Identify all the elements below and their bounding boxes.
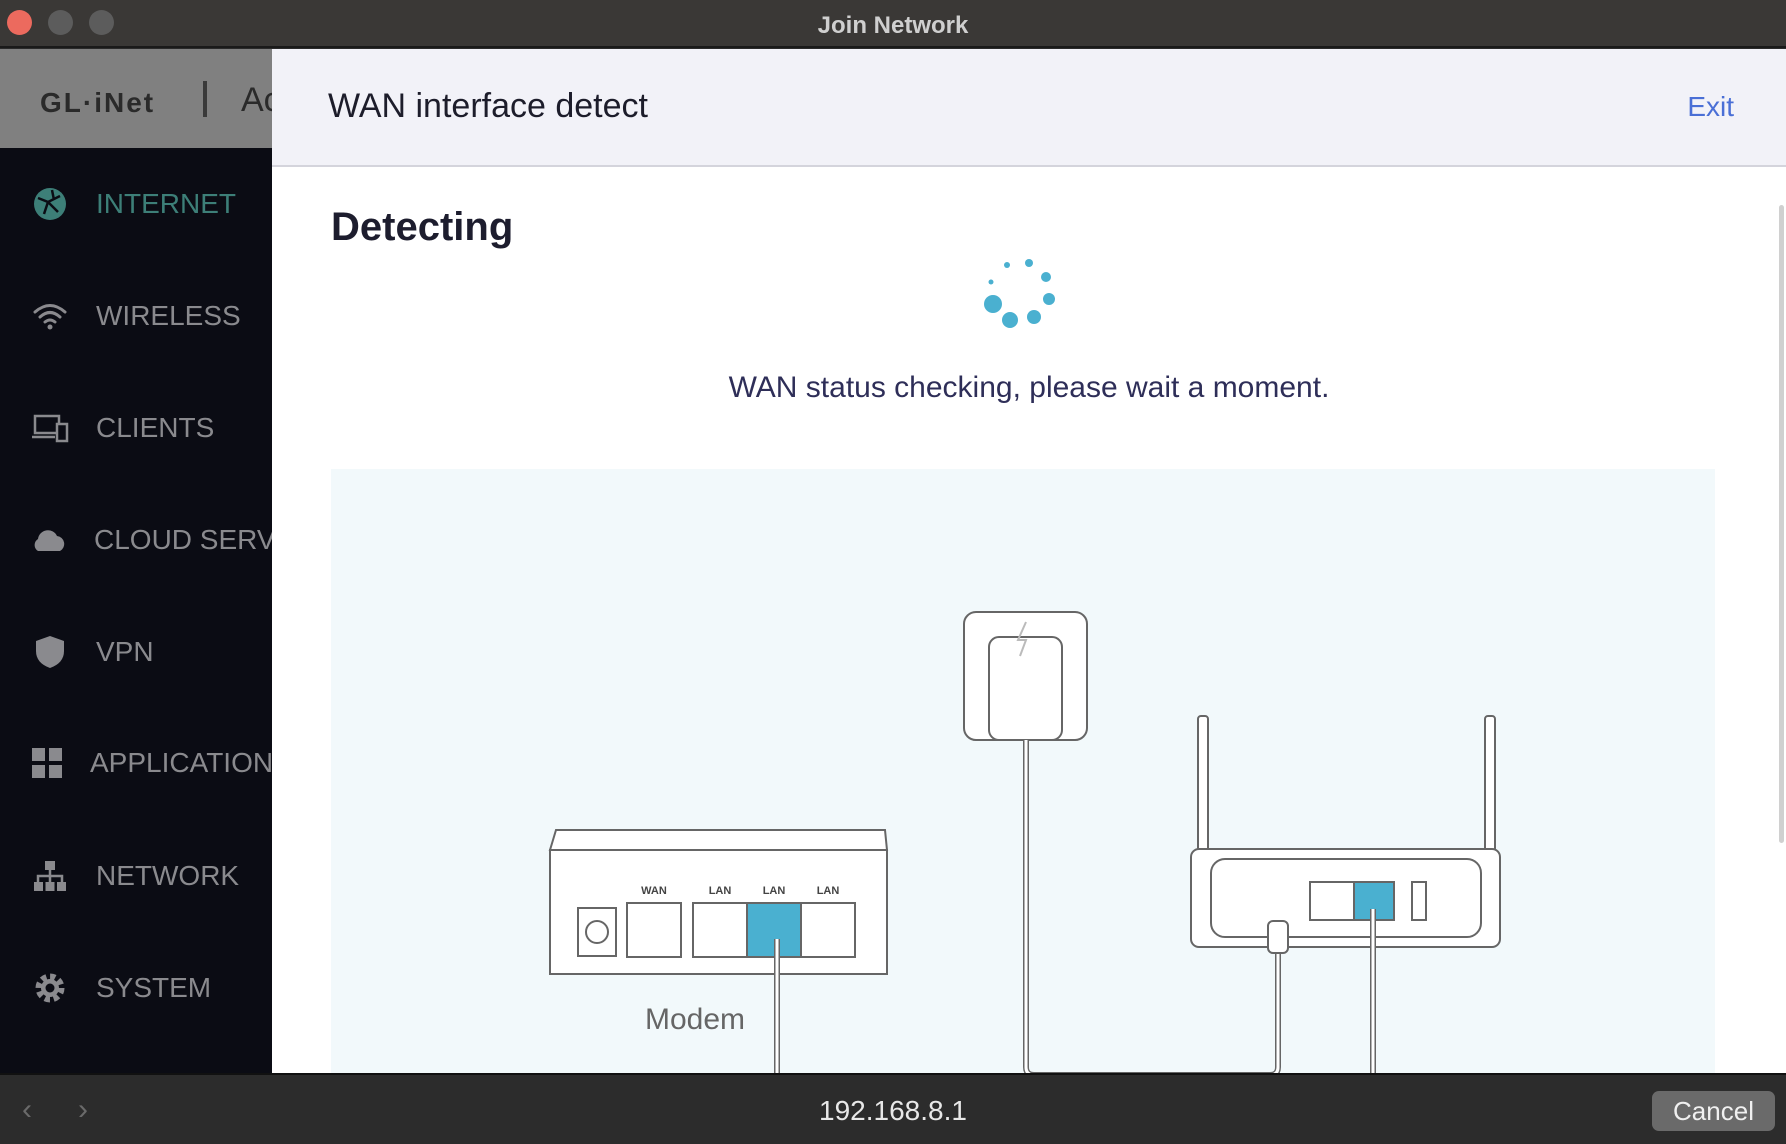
close-window-button[interactable] xyxy=(7,10,32,35)
sidebar-item-vpn[interactable]: VPN xyxy=(0,622,272,682)
url-text: 192.168.8.1 xyxy=(819,1095,967,1126)
wan-detect-dialog: WAN interface detect Exit Detecting WAN … xyxy=(272,49,1786,1073)
modem-router-diagram: WAN LAN LAN LAN Modem xyxy=(548,611,1501,1073)
sidebar-header: GL·iNet Ac xyxy=(0,49,272,148)
detecting-heading: Detecting xyxy=(331,205,514,249)
sidebar-item-applications[interactable]: APPLICATIONS xyxy=(0,733,272,793)
back-icon[interactable]: ‹ xyxy=(22,1093,32,1126)
sidebar-item-internet[interactable]: INTERNET xyxy=(0,174,272,234)
forward-icon[interactable]: › xyxy=(78,1093,88,1126)
port-label-wan: WAN xyxy=(641,885,667,897)
port-label-lan: LAN xyxy=(709,885,732,897)
sidebar-item-cloud-services[interactable]: CLOUD SERVICES xyxy=(0,510,272,570)
network-icon xyxy=(30,856,70,896)
dialog-title: WAN interface detect xyxy=(328,87,648,125)
zoom-window-button[interactable] xyxy=(89,10,114,35)
cloud-icon xyxy=(30,520,68,560)
header-text: Ac xyxy=(241,81,272,119)
devices-icon xyxy=(30,408,70,448)
minimize-window-button[interactable] xyxy=(48,10,73,35)
cancel-button[interactable]: Cancel xyxy=(1652,1091,1775,1131)
sidebar-item-clients[interactable]: CLIENTS xyxy=(0,398,272,458)
sidebar-item-wireless[interactable]: WIRELESS xyxy=(0,286,272,346)
sidebar: GL·iNet Ac INTERNET WIRELESS CLIENTS CLO… xyxy=(0,49,272,1073)
gear-icon xyxy=(30,968,70,1008)
exit-button[interactable]: Exit xyxy=(1687,91,1734,122)
bottom-bar: ‹ › 192.168.8.1 Cancel xyxy=(0,1073,1786,1144)
connection-illustration: WAN LAN LAN LAN Modem xyxy=(331,469,1715,1073)
divider xyxy=(203,81,207,117)
port-label-lan: LAN xyxy=(817,885,840,897)
shield-icon xyxy=(30,632,70,672)
gl-inet-logo: GL·iNet xyxy=(40,87,156,118)
window-title: Join Network xyxy=(817,12,969,39)
sidebar-item-network[interactable]: NETWORK xyxy=(0,846,272,906)
port-label-lan: LAN xyxy=(763,885,786,897)
wifi-icon xyxy=(30,296,70,336)
loading-spinner-icon xyxy=(984,259,1055,328)
globe-icon xyxy=(30,184,70,224)
apps-icon xyxy=(30,743,64,783)
modem-label: Modem xyxy=(645,1003,745,1036)
dialog-header: WAN interface detect Exit xyxy=(272,49,1786,167)
scrollbar[interactable] xyxy=(1779,205,1784,843)
title-bar: Join Network xyxy=(0,0,1786,48)
sidebar-item-system[interactable]: SYSTEM xyxy=(0,958,272,1018)
status-message: WAN status checking, please wait a momen… xyxy=(728,371,1330,404)
